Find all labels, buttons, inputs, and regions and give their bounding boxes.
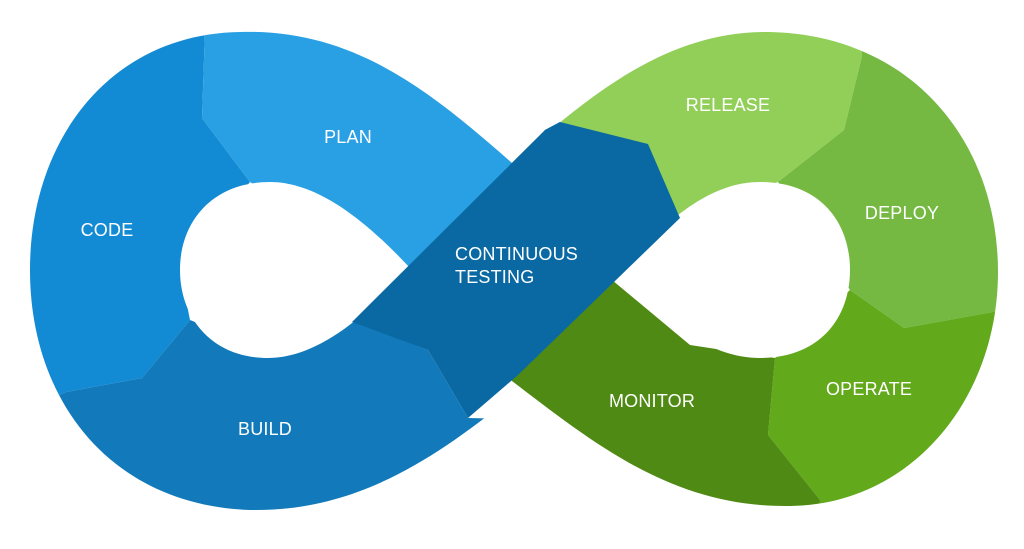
label-continuous-testing-line2: TESTING xyxy=(455,267,534,287)
label-plan: PLAN xyxy=(324,127,372,147)
segment-continuous-testing xyxy=(352,122,680,418)
segment-operate xyxy=(768,290,998,507)
label-release: RELEASE xyxy=(686,95,770,115)
segment-continuous-testing-cap xyxy=(505,122,560,182)
label-monitor: MONITOR xyxy=(609,391,695,411)
label-build: BUILD xyxy=(238,419,292,439)
label-continuous-testing-line1: CONTINUOUS xyxy=(455,244,578,264)
label-deploy: DEPLOY xyxy=(865,203,939,223)
label-code: CODE xyxy=(81,220,134,240)
label-operate: OPERATE xyxy=(826,379,912,399)
